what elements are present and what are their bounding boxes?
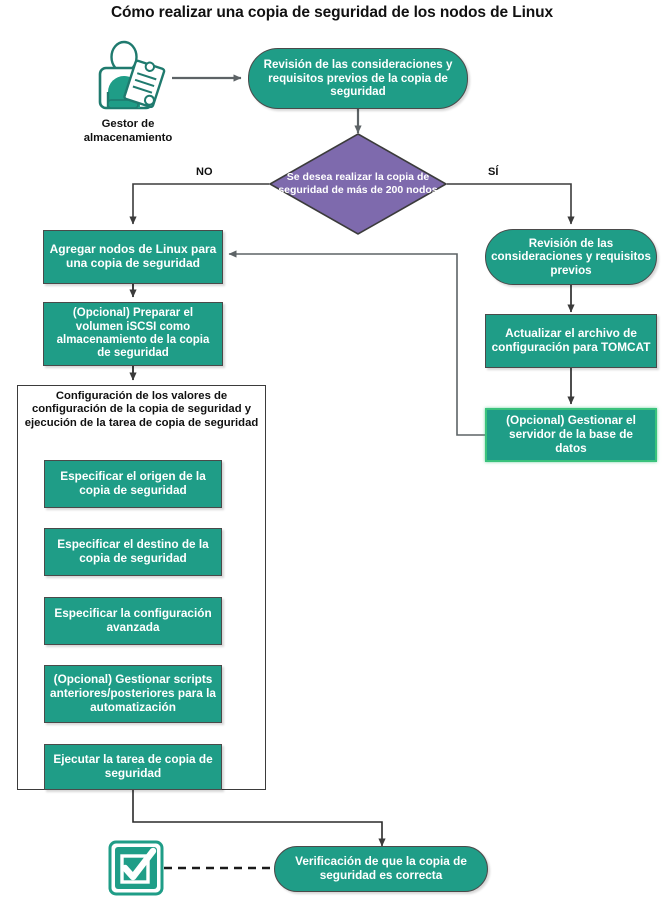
- node-specify-advanced-config[interactable]: Especificar la configuración avanzada: [44, 597, 222, 645]
- storage-manager-person-icon: [98, 40, 166, 110]
- node-manage-pre-post-scripts[interactable]: (Opcional) Gestionar scripts anteriores/…: [44, 665, 222, 723]
- checkbox-checked-icon: [108, 840, 164, 896]
- node-run-backup-task[interactable]: Ejecutar la tarea de copia de seguridad: [44, 744, 222, 790]
- group-title: Configuración de los valores de configur…: [24, 390, 259, 429]
- node-verify-backup-success[interactable]: Verificación de que la copia de segurida…: [274, 846, 488, 892]
- decision-more-than-200-nodes[interactable]: Se desea realizar la copia de seguridad …: [268, 132, 448, 236]
- storage-manager-actor: [84, 40, 172, 118]
- node-specify-backup-destination[interactable]: Especificar el destino de la copia de se…: [44, 528, 222, 576]
- connector-group-to-end: [132, 790, 386, 847]
- node-start-review-prerequisites[interactable]: Revisión de las consideraciones y requis…: [248, 48, 468, 109]
- actor-caption-line2: almacenamiento: [83, 131, 173, 144]
- verification-check-icon-wrap: [108, 840, 164, 896]
- node-review-prerequisites-right[interactable]: Revisión de las consideraciones y requis…: [485, 229, 657, 285]
- connector-right-3-to-left-1: [228, 250, 485, 436]
- connector-decision-no: [129, 183, 269, 225]
- node-add-linux-nodes[interactable]: Agregar nodos de Linux para una copia de…: [43, 230, 223, 284]
- connector-decision-yes: [447, 183, 575, 225]
- page-title: Cómo realizar una copia de seguridad de …: [110, 4, 554, 21]
- node-prepare-iscsi-volume[interactable]: (Opcional) Preparar el volumen iSCSI com…: [43, 302, 223, 366]
- node-manage-database-server[interactable]: (Opcional) Gestionar el servidor de la b…: [485, 408, 657, 462]
- diamond-shape: [268, 133, 448, 235]
- actor-caption-line1: Gestor de: [101, 118, 155, 130]
- node-update-tomcat-config[interactable]: Actualizar el archivo de configuración p…: [485, 314, 657, 368]
- actor-caption: Gestor de almacenamiento: [56, 118, 200, 145]
- group-backup-configuration: [17, 385, 266, 790]
- node-specify-backup-source[interactable]: Especificar el origen de la copia de seg…: [44, 460, 222, 508]
- branch-label-yes: SÍ: [488, 166, 499, 178]
- branch-label-no: NO: [196, 166, 213, 178]
